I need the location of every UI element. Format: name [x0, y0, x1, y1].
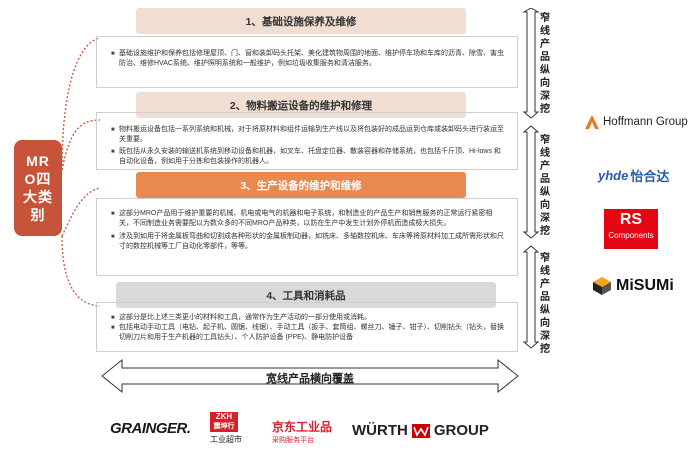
- category-3-bullet-2: 涉及到如用于将金属板弯曲和切割成各种形状的金属板制动器，如铣床、多轴数控机床、车…: [111, 232, 506, 252]
- hoffmann-text: Hoffmann Group: [603, 116, 688, 128]
- category-4: 4、工具和消耗品 这部分是比上述三类更小的材料和工具，通常作为生产活动的一部分使…: [96, 282, 518, 352]
- hoffmann-logo: Hoffmann Group: [584, 110, 698, 134]
- rs-components-logo: RS Components: [604, 209, 658, 249]
- jd-top-text: 京东工业品: [272, 420, 333, 434]
- category-1-bullet-1: 基础设施维护和保养包括修理屋顶、门、窗和装卸码头托架、美化建筑物周围的地面、维护…: [111, 49, 506, 69]
- yihe-logo: yhde 怡合达: [598, 163, 698, 187]
- rs-bottom-text: Components: [608, 231, 654, 240]
- mro-label-text: MRO四大类别: [23, 153, 53, 223]
- category-2-bullet-2: 既包括从永久安装的输送机系统到移动设备和机器，如叉车、托盘定位器、散装容器和存储…: [111, 147, 506, 167]
- vertical-arrows: [522, 8, 540, 349]
- zkh-top-text: ZKH: [215, 412, 233, 421]
- zkh-logo: ZKH 震坤行 工业超市: [210, 412, 254, 445]
- left-connector-curves: [61, 37, 101, 307]
- category-4-body: 这部分是比上述三类更小的材料和工具，通常作为生产活动的一部分使用或消耗。 包括电…: [96, 302, 518, 352]
- category-2-bullet-1: 物料搬运设备包括一系列系统和机械，对于将原材料和组件运输到生产线以及将包装好的成…: [111, 125, 506, 145]
- category-1: 1、基础设施保养及维修 基础设施维护和保养包括修理屋顶、门、窗和装卸码头托架、美…: [96, 8, 518, 88]
- category-2-body: 物料搬运设备包括一系列系统和机械，对于将原材料和组件运输到生产线以及将包装好的成…: [96, 112, 518, 170]
- wurth-mark-icon: [411, 423, 430, 438]
- misumi-text: MiSUMi: [616, 277, 674, 294]
- category-3-bullet-1: 这部分MRO产品用于维护重要的机械、机电或电气的机器和电子系统，和制造业的产品生…: [111, 209, 506, 229]
- misumi-cube-icon: [593, 277, 611, 295]
- horizontal-label: 宽线产品横向覆盖: [266, 373, 354, 385]
- yihe-cn-text: 怡合达: [630, 168, 670, 184]
- grainger-logo: GRAINGER.: [110, 420, 191, 437]
- category-2: 2、物料搬运设备的维护和修理 物料搬运设备包括一系列系统和机械，对于将原材料和组…: [96, 92, 518, 170]
- category-4-bullet-1: 这部分是比上述三类更小的材料和工具，通常作为生产活动的一部分使用或消耗。: [111, 313, 506, 323]
- yihe-en-text: yhde: [598, 167, 629, 183]
- vertical-label-2: 窄线产品纵向深挖: [540, 135, 550, 237]
- jd-bottom-text: 采购服务平台: [272, 437, 314, 444]
- category-4-bullet-2: 包括电动手动工具（电钻、起子机、圆锯、线锯）、手动工具（扳手、套筒组、螺丝刀、锤…: [111, 323, 506, 343]
- vertical-label-3: 窄线产品纵向深挖: [540, 253, 550, 355]
- hoffmann-mark-icon: [585, 115, 599, 129]
- zkh-bottom-text: 工业超市: [210, 435, 242, 444]
- horizontal-arrow: [101, 358, 519, 394]
- category-3-title: 3、生产设备的维护和维修: [136, 172, 466, 198]
- misumi-logo: MiSUMi: [592, 272, 696, 300]
- category-3: 3、生产设备的维护和维修 这部分MRO产品用于维护重要的机械、机电或电气的机器和…: [96, 172, 518, 276]
- mro-category-label: MRO四大类别: [14, 140, 62, 236]
- category-2-title: 2、物料搬运设备的维护和修理: [136, 92, 466, 118]
- wurth-text: WÜRTH: [352, 422, 408, 439]
- category-1-title: 1、基础设施保养及维修: [136, 8, 466, 34]
- category-3-body: 这部分MRO产品用于维护重要的机械、机电或电气的机器和电子系统，和制造业的产品生…: [96, 198, 518, 276]
- vertical-label-1: 窄线产品纵向深挖: [540, 13, 550, 115]
- category-4-title: 4、工具和消耗品: [116, 282, 496, 308]
- wurth-logo: WÜRTH GROUP: [352, 422, 489, 439]
- zkh-mid-text: 震坤行: [213, 423, 235, 430]
- category-1-body: 基础设施维护和保养包括修理屋顶、门、窗和装卸码头托架、美化建筑物周围的地面、维护…: [96, 36, 518, 88]
- rs-top-text: RS: [619, 211, 643, 228]
- jd-industrial-logo: 京东工业品 采购服务平台: [272, 418, 332, 445]
- wurth-group-text: GROUP: [433, 422, 489, 439]
